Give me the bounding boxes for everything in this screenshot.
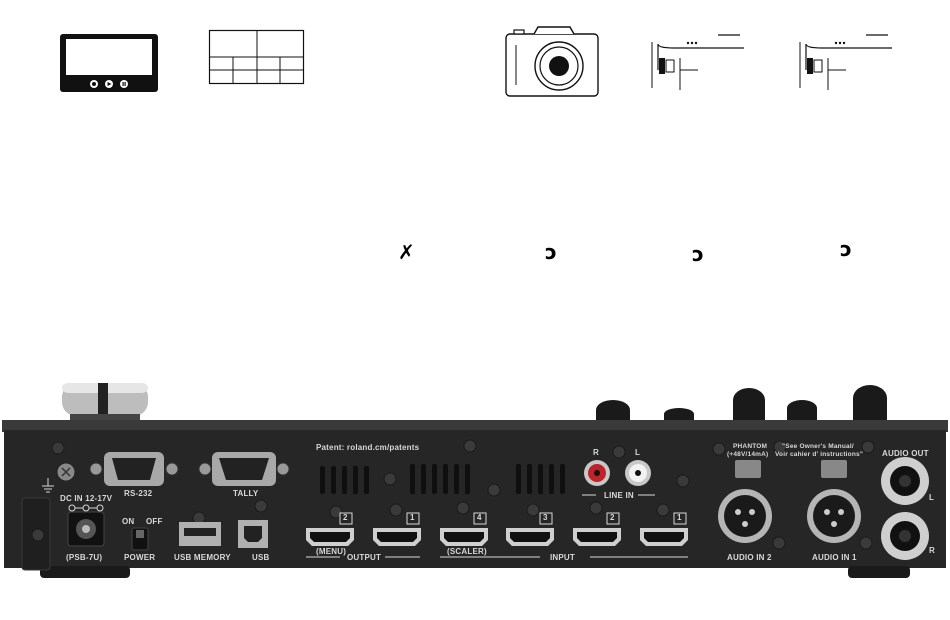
- glyph-fragment: ✗: [398, 240, 415, 264]
- line-in-label: LINE IN: [604, 491, 634, 500]
- camera-icon: [505, 26, 599, 97]
- audio-out-label: AUDIO OUT: [882, 449, 929, 458]
- rs232-label: RS-232: [124, 489, 153, 498]
- power-on-label: ON: [122, 517, 135, 526]
- hdmi-output-2-number: 2: [343, 513, 348, 522]
- glyph-fragment: ɔ: [840, 237, 852, 261]
- usb-memory-label: USB MEMORY: [174, 553, 231, 562]
- audio-in-1-label: AUDIO IN 1: [812, 553, 857, 562]
- device-side-icon: [651, 34, 744, 90]
- audio-in-2-label: AUDIO IN 2: [727, 553, 772, 562]
- output-label: OUTPUT: [347, 553, 382, 562]
- phantom-spec-label: (+48V/14mA): [727, 451, 769, 458]
- phantom-label: PHANTOM: [733, 443, 768, 450]
- hdmi-input-2-number: 2: [610, 513, 615, 522]
- hdmi-input-3-number: 3: [543, 513, 548, 522]
- menu-label: (MENU): [316, 547, 347, 556]
- power-label: POWER: [124, 553, 156, 562]
- audio-out-r-label: R: [929, 546, 935, 555]
- line-in-r-label: R: [593, 448, 599, 457]
- scaler-label: (SCALER): [447, 547, 487, 556]
- tally-label: TALLY: [233, 489, 259, 498]
- audio-out-l-label: L: [929, 493, 935, 502]
- power-off-label: OFF: [146, 517, 163, 526]
- monitor-icon: [60, 34, 158, 92]
- multiview-icon: [208, 29, 305, 85]
- hdmi-input-1-number: 1: [677, 513, 682, 522]
- manual-note-2: Voir cahier d' instructions": [775, 451, 864, 458]
- device-rear-panel: [2, 383, 948, 578]
- dc-in-label: DC IN 12-17V: [60, 494, 113, 503]
- line-in-l-label: L: [635, 448, 641, 457]
- psb-label: (PSB-7U): [66, 553, 103, 562]
- hdmi-input-4-number: 4: [477, 513, 482, 522]
- usb-label: USB: [252, 553, 270, 562]
- patent-label: Patent: roland.cm/patents: [316, 443, 420, 452]
- input-label: INPUT: [550, 553, 575, 562]
- manual-note-1: "See Owner's Manual/: [782, 443, 854, 450]
- glyph-fragment: ɔ: [692, 242, 704, 266]
- glyph-fragment: ɔ: [545, 240, 557, 264]
- device-side-icon: [799, 34, 892, 90]
- hdmi-output-1-number: 1: [410, 513, 415, 522]
